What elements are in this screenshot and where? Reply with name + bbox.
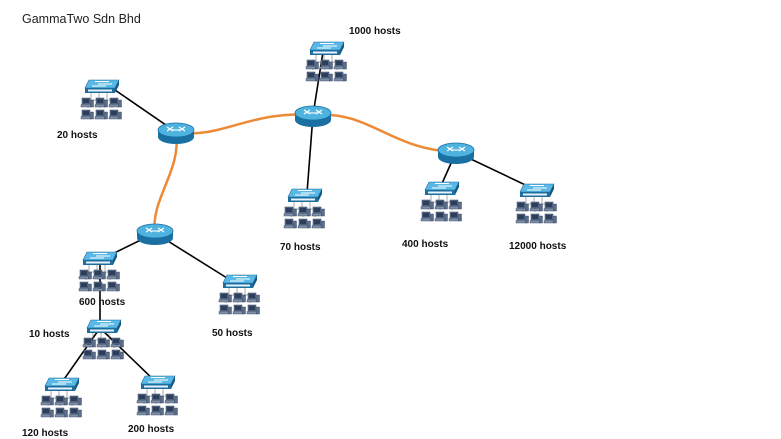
- wan-link-r2-r3: [312, 113, 457, 154]
- wan-link-r1-r2: [175, 113, 314, 135]
- router-icon: [294, 105, 332, 128]
- label-120-hosts: 120 hosts: [22, 428, 69, 439]
- label-1000-hosts: 1000 hosts: [349, 26, 401, 37]
- label-12000-hosts: 12000 hosts: [509, 241, 567, 252]
- label-600-hosts: 600 hosts: [79, 297, 126, 308]
- label-20-hosts: 20 hosts: [57, 130, 98, 141]
- router-icon: [136, 223, 174, 246]
- lan-1000-cluster: [306, 42, 347, 81]
- lan-link-70: [306, 114, 314, 194]
- lan-links: [59, 51, 537, 386]
- label-70-hosts: 70 hosts: [280, 242, 321, 253]
- lan-link-10-200: [99, 327, 158, 384]
- label-400-hosts: 400 hosts: [402, 239, 449, 250]
- label-10-hosts: 10 hosts: [29, 329, 70, 340]
- lan-400-cluster: [421, 182, 462, 221]
- lan-link-10-120: [59, 327, 101, 386]
- label-50-hosts: 50 hosts: [212, 328, 253, 339]
- lan-120-cluster: [41, 378, 82, 417]
- lan-70-cluster: [284, 189, 325, 228]
- lan-200-cluster: [137, 376, 178, 415]
- lan-50-cluster: [219, 275, 260, 314]
- lan-10-cluster: [83, 320, 124, 359]
- lan-20-cluster: [81, 80, 122, 119]
- lan-600-cluster: [79, 252, 120, 291]
- wan-link-r1-r4: [153, 131, 178, 234]
- router-icon: [157, 122, 195, 145]
- lan-12000-cluster: [516, 184, 557, 223]
- router-icon: [437, 142, 475, 165]
- diagram-title: GammaTwo Sdn Bhd: [22, 12, 141, 26]
- label-200-hosts: 200 hosts: [128, 424, 175, 435]
